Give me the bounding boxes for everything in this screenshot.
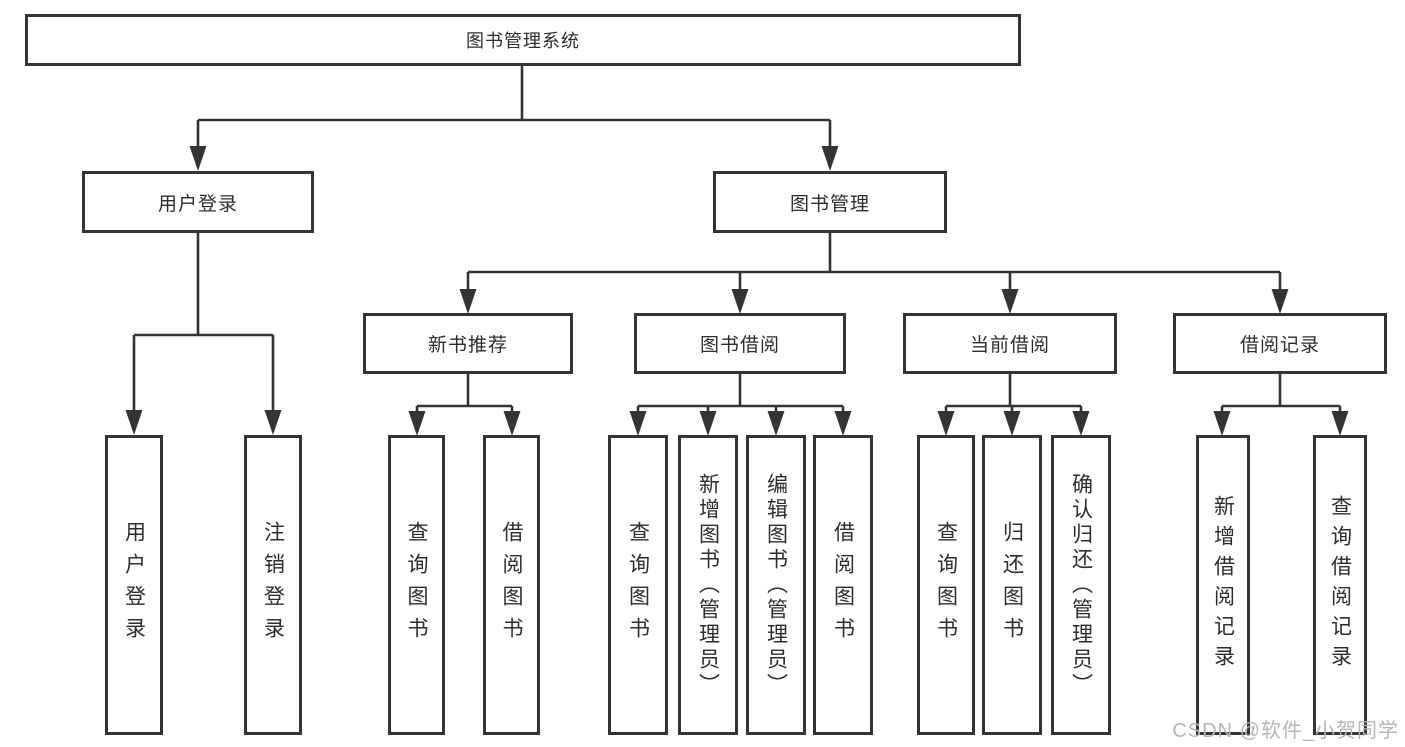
csdn-watermark: CSDN @软件_小贺同学 bbox=[1172, 720, 1399, 742]
node-current-borrowing: 当前借阅 bbox=[903, 313, 1117, 374]
node-borrowing-records: 借阅记录 bbox=[1173, 313, 1387, 374]
leaf-query-books-recommend: 查询图书 bbox=[388, 435, 445, 735]
leaf-add-borrow-record: 新增借阅记录 bbox=[1196, 435, 1250, 735]
leaf-borrow-books-borrowing: 借阅图书 bbox=[813, 435, 873, 735]
leaf-return-books: 归还图书 bbox=[982, 435, 1042, 735]
leaf-edit-books-admin: 编辑图书（管理员） bbox=[746, 435, 806, 735]
leaf-query-books-current: 查询图书 bbox=[917, 435, 975, 735]
leaf-query-books-borrowing: 查询图书 bbox=[608, 435, 668, 735]
node-library-management-system: 图书管理系统 bbox=[25, 14, 1021, 66]
leaf-add-books-admin: 新增图书（管理员） bbox=[678, 435, 738, 735]
leaf-user-login: 用户登录 bbox=[105, 435, 163, 735]
leaf-borrow-books-recommend: 借阅图书 bbox=[483, 435, 540, 735]
node-book-borrowing: 图书借阅 bbox=[634, 313, 846, 374]
node-new-book-recommendation: 新书推荐 bbox=[363, 313, 573, 374]
leaf-query-borrow-record: 查询借阅记录 bbox=[1313, 435, 1367, 735]
node-user-login: 用户登录 bbox=[82, 171, 314, 233]
leaf-confirm-return-admin: 确认归还（管理员） bbox=[1051, 435, 1111, 735]
node-book-management: 图书管理 bbox=[713, 171, 947, 233]
leaf-logout: 注销登录 bbox=[244, 435, 302, 735]
